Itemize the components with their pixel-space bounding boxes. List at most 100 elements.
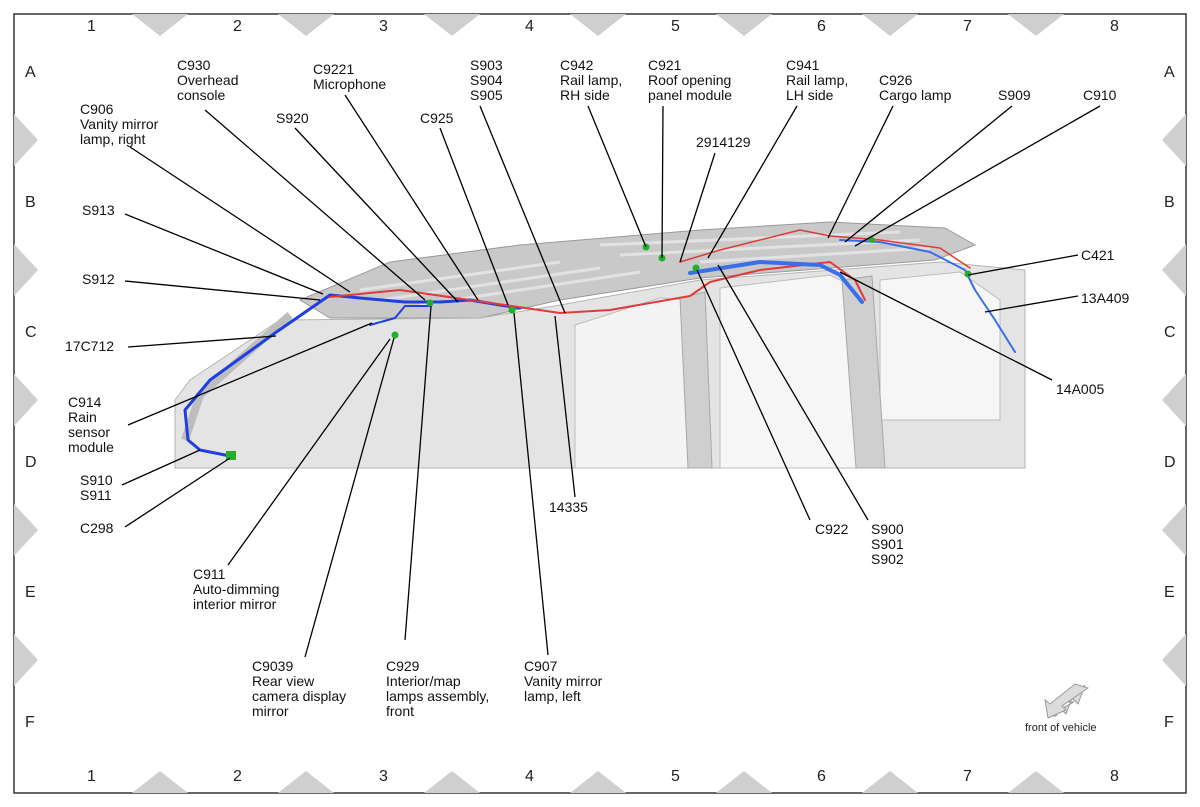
leader-c298 — [124, 457, 231, 528]
leader-c907 — [513, 312, 549, 656]
label-c926: C926 Cargo lamp — [879, 72, 952, 103]
grid-col-5-top: 5 — [671, 18, 680, 35]
label-c914: C914 Rain sensor module — [68, 394, 114, 455]
grid-markers — [14, 14, 1186, 793]
label-s909: S909 — [998, 87, 1031, 103]
grid-col-8-top: 8 — [1110, 18, 1119, 35]
leader-c929 — [404, 305, 432, 641]
leader-17c712 — [127, 335, 277, 348]
grid-col-7-top: 7 — [963, 18, 972, 35]
label-s900: S900 S901 S902 — [871, 521, 904, 567]
leader-s910 — [121, 449, 201, 486]
leader-c921 — [661, 105, 664, 259]
grid-row-a-right: A — [1164, 64, 1175, 81]
label-c929: C929 Interior/map lamps assembly, front — [386, 658, 490, 719]
leader-c926 — [827, 105, 894, 239]
window-rear — [879, 271, 1001, 421]
connector-c907 — [508, 306, 516, 314]
window-front — [574, 297, 691, 469]
connectors — [226, 237, 972, 460]
label-c910: C910 — [1083, 87, 1117, 103]
leader-s903 — [479, 105, 566, 314]
leader-14335 — [554, 315, 576, 498]
label-c921: C921 Roof opening panel module — [648, 57, 733, 103]
leader-2914129 — [679, 152, 716, 263]
label-c906: C906 Vanity mirror lamp, right — [80, 101, 159, 147]
harness-blue-branch — [369, 305, 431, 326]
front-of-vehicle-label: front of vehicle — [1025, 722, 1097, 734]
leader-s900 — [717, 264, 869, 521]
label-c9221: C9221 Microphone — [313, 61, 387, 92]
label-13a409: 13A409 — [1081, 290, 1130, 306]
grid-col-4-bottom: 4 — [525, 768, 534, 785]
leader-s909 — [844, 105, 1013, 243]
harness — [183, 229, 1016, 458]
leader-lines — [121, 94, 1101, 658]
grid-row-d-left: D — [25, 454, 37, 471]
leader-c911 — [227, 338, 391, 566]
grid-row-e-left: E — [25, 584, 36, 601]
grid-col-4-top: 4 — [525, 18, 534, 35]
grid-col-2-top: 2 — [233, 18, 242, 35]
leader-c914 — [127, 322, 373, 426]
label-s913: S913 — [82, 202, 115, 218]
label-c298: C298 — [80, 520, 114, 536]
grid-col-6-bottom: 6 — [817, 768, 826, 785]
label-17c712: 17C712 — [65, 338, 115, 354]
grid-row-b-right: B — [1164, 194, 1175, 211]
grid-col-7-bottom: 7 — [963, 768, 972, 785]
label-c930: C930 Overhead console — [177, 57, 239, 103]
label-14335: 14335 — [549, 499, 588, 515]
leader-s912 — [124, 280, 321, 301]
connector-c910 — [869, 237, 875, 243]
grid-col-1-top: 1 — [87, 18, 96, 35]
leader-c910 — [854, 105, 1101, 247]
leader-c941 — [707, 105, 798, 259]
grid-row-f-right: F — [1164, 714, 1174, 731]
label-c941: C941 Rail lamp, LH side — [786, 57, 849, 103]
label-2914129: 2914129 — [696, 134, 751, 150]
label-s920: S920 — [276, 110, 309, 126]
grid-row-c-left: C — [25, 324, 37, 341]
connector-c421 — [964, 270, 972, 278]
c-pillar — [841, 275, 886, 469]
label-c922: C922 — [815, 521, 849, 537]
grid-col-2-bottom: 2 — [233, 768, 242, 785]
connector-c929 — [426, 299, 434, 307]
leader-s920 — [294, 127, 459, 303]
leader-s913 — [124, 213, 324, 295]
leader-13a409 — [984, 295, 1079, 313]
grid-col-1-bottom: 1 — [87, 768, 96, 785]
label-s910: S910 S911 — [80, 472, 113, 503]
label-s912: S912 — [82, 271, 115, 287]
grid-row-c-right: C — [1164, 324, 1176, 341]
grid-col-5-bottom: 5 — [671, 768, 680, 785]
label-c421: C421 — [1081, 247, 1115, 263]
connector-c922 — [692, 264, 700, 272]
grid-row-f-left: F — [25, 714, 35, 731]
leader-c9039 — [304, 337, 395, 658]
leader-c922 — [696, 269, 811, 521]
grid-row-d-right: D — [1164, 454, 1176, 471]
leader-c9221 — [344, 94, 479, 301]
b-pillar — [679, 291, 713, 469]
label-14a005: 14A005 — [1056, 381, 1105, 397]
label-c9039: C9039 Rear view camera display mirror — [252, 658, 347, 719]
harness-red-main — [329, 261, 866, 314]
label-c925: C925 — [420, 110, 454, 126]
leader-c421 — [967, 254, 1079, 276]
label-c907: C907 Vanity mirror lamp, left — [524, 658, 603, 704]
label-c942: C942 Rail lamp, RH side — [560, 57, 623, 103]
harness-red-rear — [679, 229, 971, 269]
grid-col-3-top: 3 — [379, 18, 388, 35]
grid-col-8-bottom: 8 — [1110, 768, 1119, 785]
grid-col-3-bottom: 3 — [379, 768, 388, 785]
grid-col-6-top: 6 — [817, 18, 826, 35]
grid-row-b-left: B — [25, 194, 36, 211]
leader-c942 — [587, 105, 647, 248]
leader-c906 — [129, 146, 351, 293]
leader-c930 — [204, 109, 426, 301]
harness-blue-rear — [688, 260, 864, 304]
